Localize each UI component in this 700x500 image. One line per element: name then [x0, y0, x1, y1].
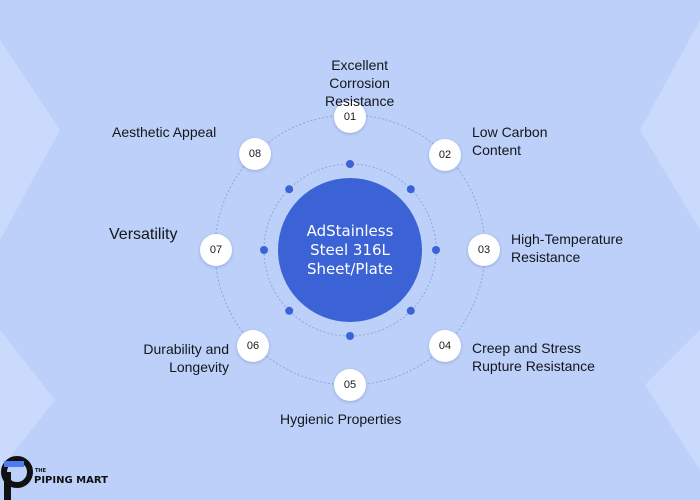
label-04: Creep and Stress Rupture Resistance: [472, 340, 595, 374]
badge-04: 04: [429, 330, 461, 362]
ring-dot: [406, 185, 415, 194]
label-03: High-Temperature Resistance: [511, 231, 624, 265]
ring-dot: [346, 160, 354, 168]
badge-01: 01: [334, 101, 366, 133]
badge-07: 07: [200, 234, 232, 266]
label-06: Durability and Longevity: [143, 341, 229, 375]
center-title: AdStainless Steel 316L Sheet/Plate: [306, 221, 394, 278]
ring-dots: [260, 160, 440, 340]
logo-small-text: THE: [35, 468, 47, 474]
right-bottom-decor-shape: [645, 330, 700, 470]
label-07: Versatility: [109, 226, 178, 243]
ring-dot: [432, 246, 440, 254]
left-bottom-decor-shape: [0, 330, 55, 470]
label-02: Low Carbon Content: [472, 124, 548, 158]
label-05: Hygienic Properties: [280, 411, 402, 427]
badge-08: 08: [239, 138, 271, 170]
logo-text: PIPING MART: [34, 475, 108, 486]
right-decor-shape: [640, 20, 700, 230]
badge-06: 06: [237, 330, 269, 362]
ring-dot: [346, 332, 354, 340]
ring-dot: [406, 306, 415, 315]
ring-dot: [260, 246, 268, 254]
center-circle: [278, 178, 422, 322]
left-decor-shape: [0, 40, 60, 240]
ring-dot: [285, 306, 294, 315]
badge-03: 03: [468, 234, 500, 266]
badge-02: 02: [429, 139, 461, 171]
label-01: Excellent Corrosion Resistance: [325, 57, 395, 109]
badge-05: 05: [334, 369, 366, 401]
piping-mart-logo: [1, 456, 33, 500]
ring-dot: [285, 185, 294, 194]
label-08: Aesthetic Appeal: [112, 124, 217, 140]
